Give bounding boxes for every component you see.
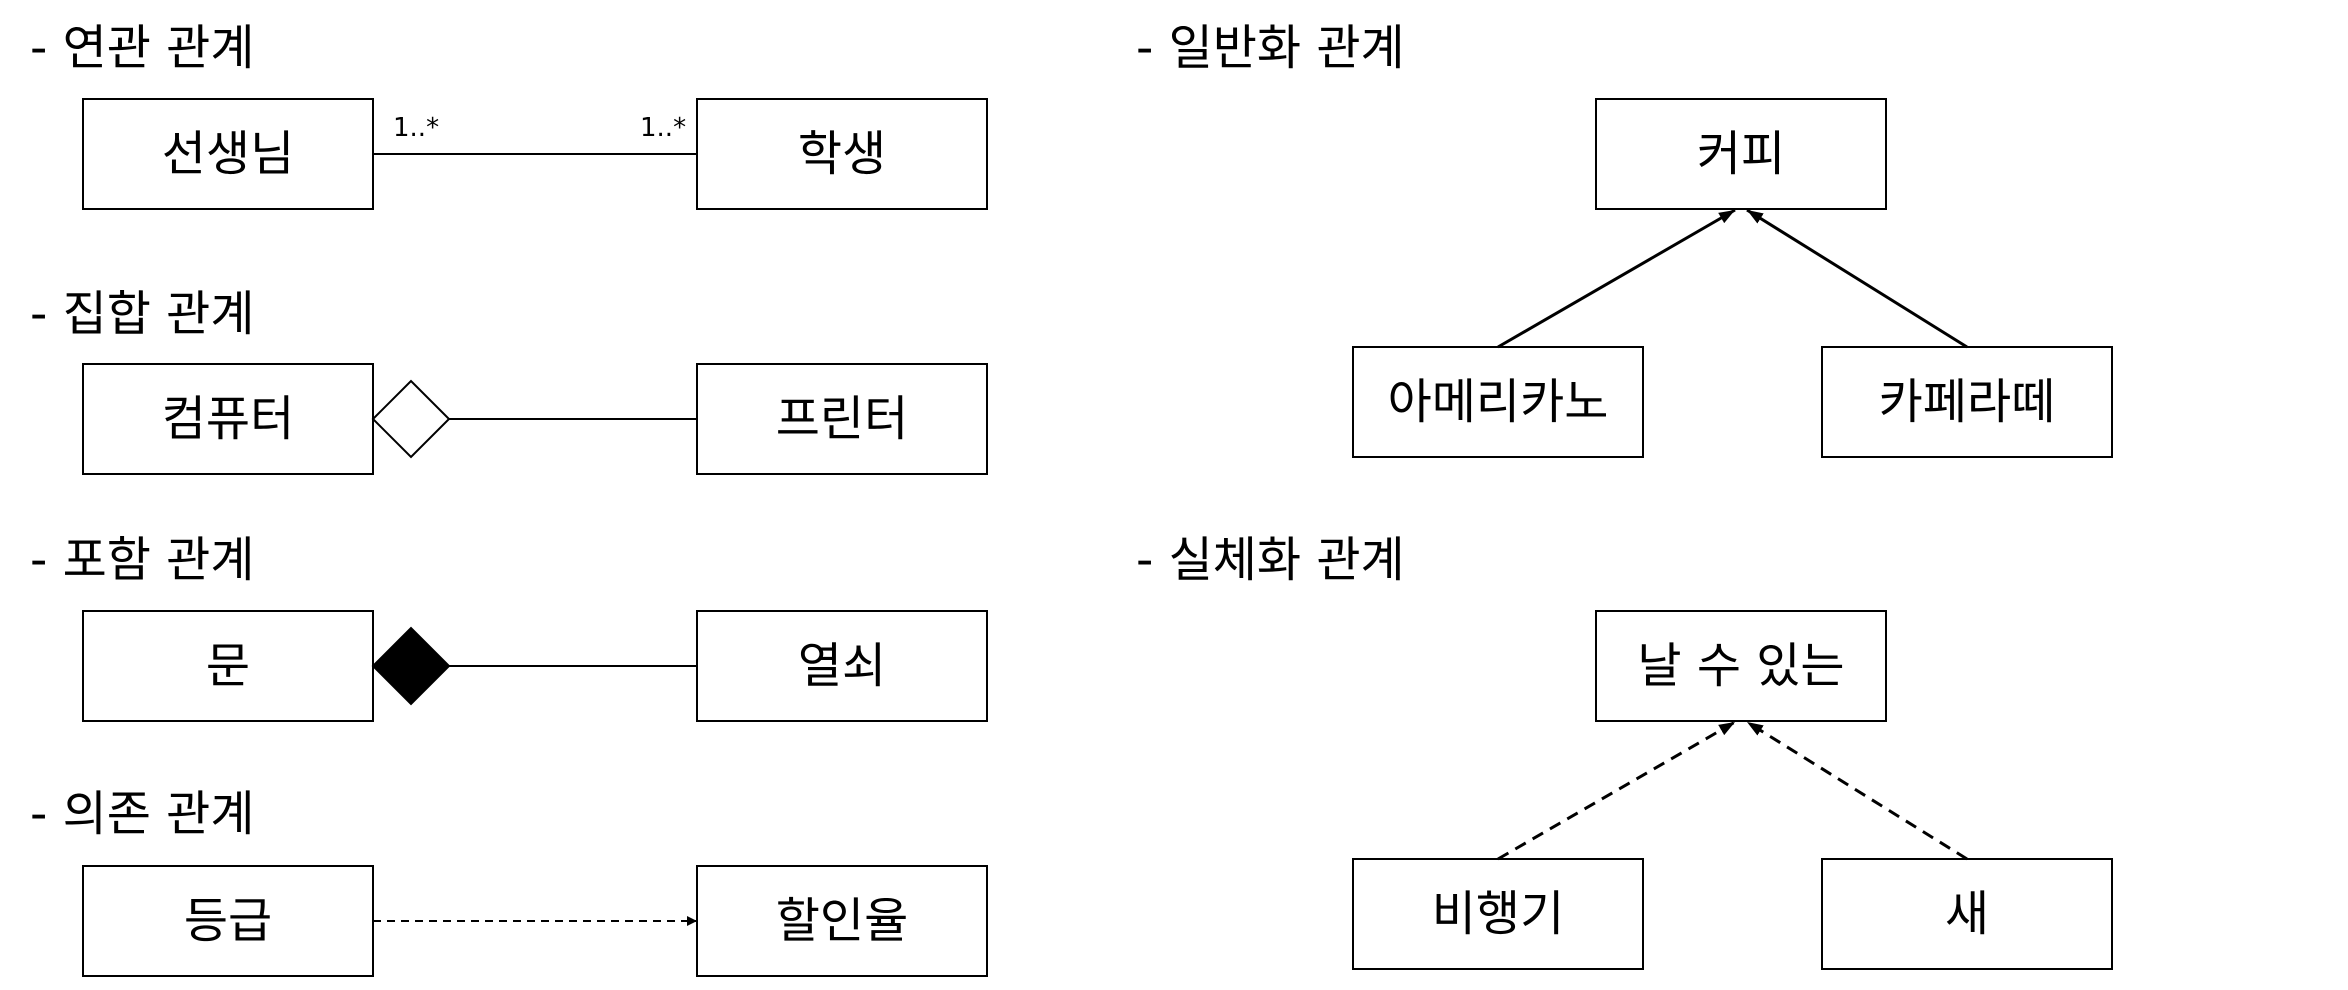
realization-parent-box: [1595, 610, 1887, 722]
association-title: - 연관 관계: [30, 20, 254, 76]
aggregation-left-box: [82, 363, 374, 475]
realization-child-left-label: 비행기: [1432, 886, 1564, 942]
realization-child-right-label: 새: [1945, 886, 1989, 942]
association-left-multiplicity: 1..*: [393, 113, 439, 143]
aggregation-right-box: [696, 363, 988, 475]
aggregation-left-label: 컴퓨터: [162, 391, 294, 447]
association-left-box: [82, 98, 374, 210]
aggregation-title: - 집합 관계: [30, 286, 254, 342]
generalization-child-right-label: 카페라떼: [1879, 374, 2056, 430]
generalization-child-right-box: [1821, 346, 2113, 458]
dependency-right-label: 할인율: [776, 893, 908, 949]
generalization-title: - 일반화 관계: [1136, 20, 1405, 76]
association-right-box: [696, 98, 988, 210]
composition-filled-diamond: [371, 626, 451, 706]
dependency-left-box: [82, 865, 374, 977]
aggregation-hollow-diamond: [371, 379, 451, 459]
realization-child-right-box: [1821, 858, 2113, 970]
realization-parent-label: 날 수 있는: [1637, 638, 1844, 694]
realization-child-left-box: [1352, 858, 1644, 970]
composition-right-label: 열쇠: [798, 638, 886, 694]
aggregation-right-label: 프린터: [776, 391, 908, 447]
generalization-arrow-right: [1746, 208, 1968, 349]
dependency-left-label: 등급: [184, 893, 272, 949]
composition-title: - 포함 관계: [30, 532, 254, 588]
realization-title: - 실체화 관계: [1136, 532, 1405, 588]
association-right-label: 학생: [798, 126, 886, 182]
realization-arrow-right: [1746, 720, 1968, 861]
generalization-arrow-left: [1497, 208, 1736, 349]
generalization-parent-label: 커피: [1697, 126, 1785, 182]
composition-left-label: 문: [206, 638, 250, 694]
generalization-parent-box: [1595, 98, 1887, 210]
composition-right-box: [696, 610, 988, 722]
association-right-multiplicity: 1..*: [640, 113, 686, 143]
dependency-title: - 의존 관계: [30, 786, 254, 842]
realization-arrow-left: [1497, 720, 1736, 861]
association-left-label: 선생님: [162, 126, 294, 182]
generalization-child-left-label: 아메리카노: [1388, 374, 1609, 430]
generalization-child-left-box: [1352, 346, 1644, 458]
